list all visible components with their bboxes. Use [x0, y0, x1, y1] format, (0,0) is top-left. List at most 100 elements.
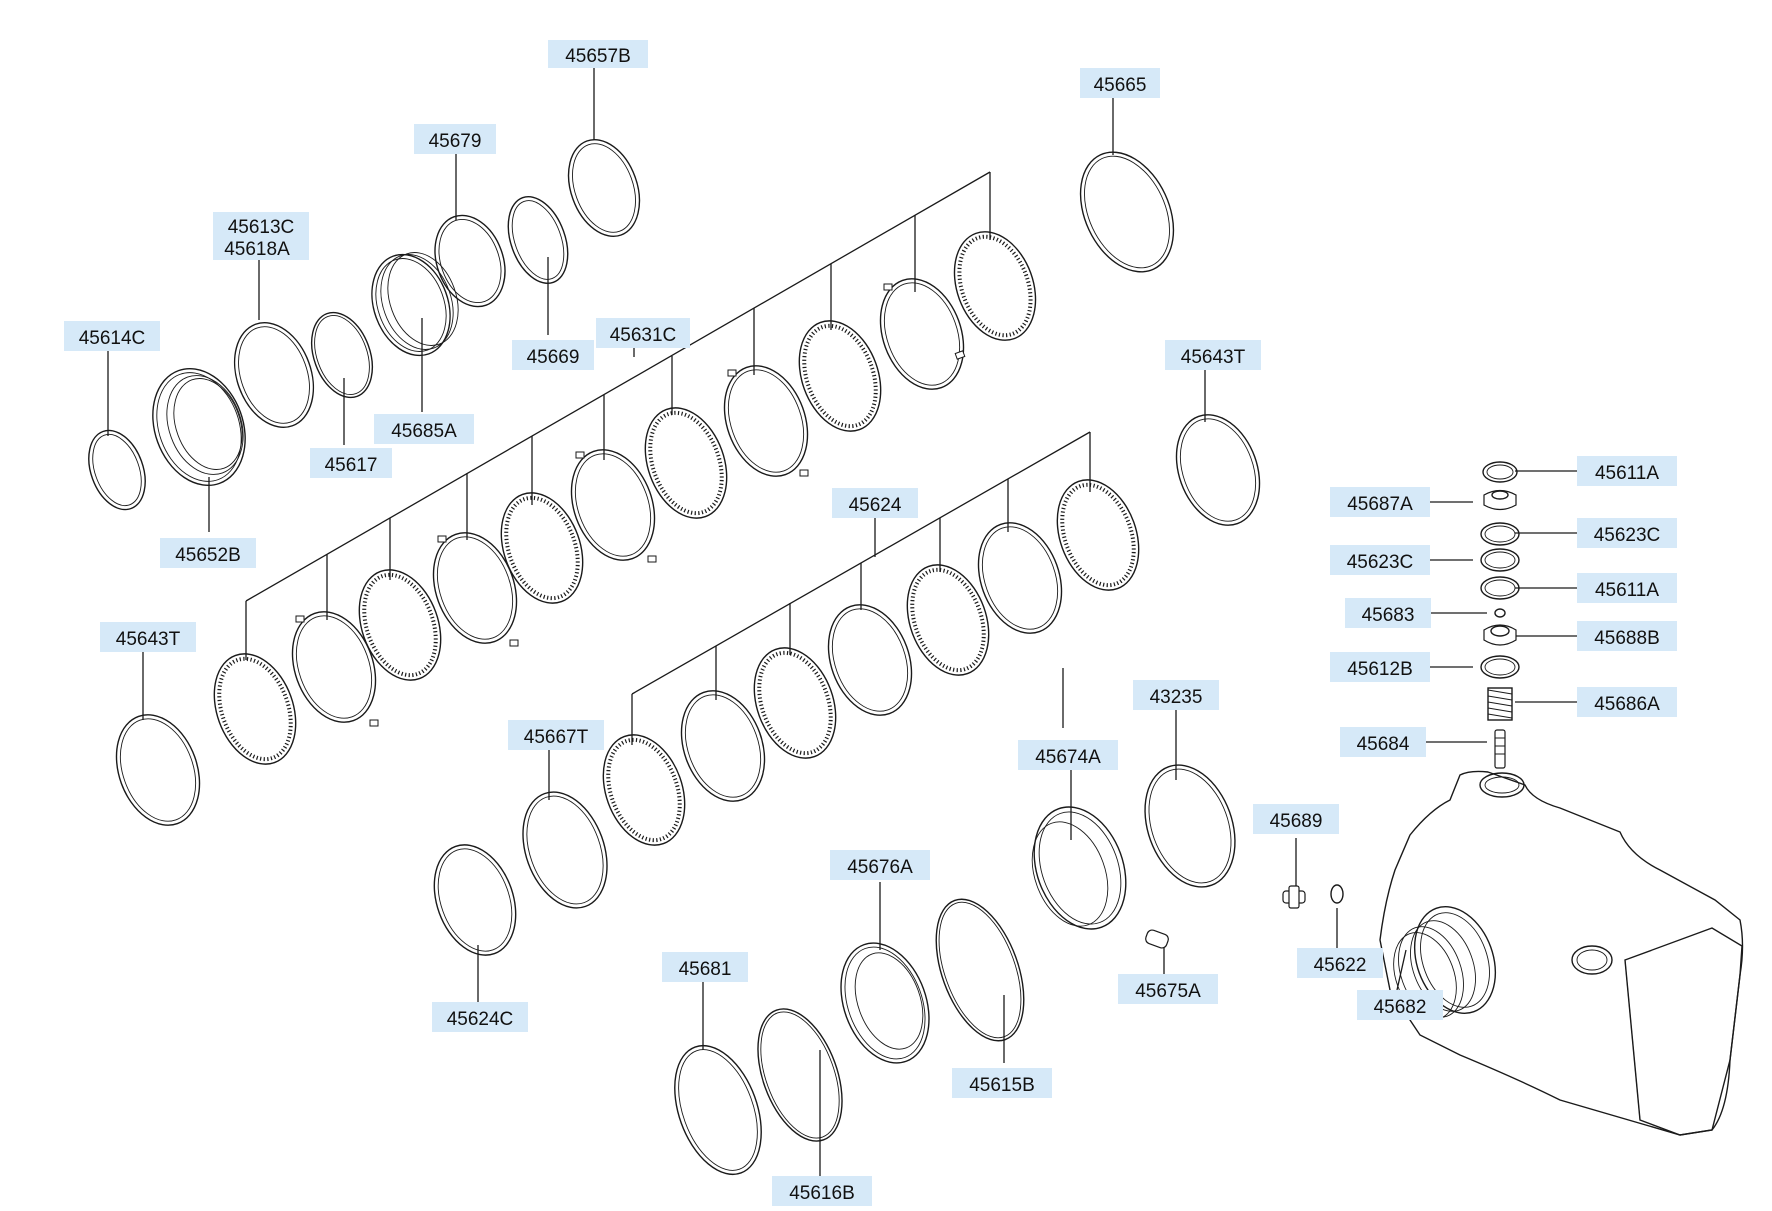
valve-stack [1480, 461, 1520, 769]
ring-45613c [233, 322, 315, 428]
snap-ring-45614c [88, 429, 146, 511]
ring-45615b [935, 898, 1025, 1042]
svg-text:45622: 45622 [1314, 955, 1367, 976]
svg-text:43235: 43235 [1150, 687, 1203, 708]
parts [88, 138, 1744, 1176]
svg-text:45681: 45681 [679, 959, 732, 980]
svg-text:45679: 45679 [429, 131, 482, 152]
label-45643t-top[interactable]: 45643T [1165, 340, 1261, 370]
svg-text:45615B: 45615B [969, 1075, 1035, 1096]
svg-text:45611A: 45611A [1595, 463, 1659, 484]
label-45679[interactable]: 45679 [414, 124, 496, 154]
svg-text:45689: 45689 [1270, 811, 1323, 832]
svg-text:45674A: 45674A [1035, 747, 1101, 768]
label-45682[interactable]: 45682 [1357, 990, 1443, 1020]
svg-text:45675A: 45675A [1135, 981, 1201, 1002]
bolt-45689 [1282, 885, 1306, 909]
svg-text:45631C: 45631C [610, 325, 677, 346]
svg-text:45687A: 45687A [1347, 494, 1413, 515]
label-45689[interactable]: 45689 [1253, 804, 1339, 834]
label-45681[interactable]: 45681 [662, 952, 748, 982]
piston-45685a [371, 252, 459, 357]
svg-text:45618A: 45618A [224, 239, 290, 260]
svg-text:45684: 45684 [1357, 734, 1410, 755]
snap-ring-45657b [567, 138, 641, 238]
label-45685a[interactable]: 45685A [374, 414, 474, 444]
svg-text:45624C: 45624C [447, 1009, 514, 1030]
svg-text:45623C: 45623C [1594, 525, 1661, 546]
svg-text:45657B: 45657B [565, 46, 631, 67]
label-45623c-1[interactable]: 45623C [1577, 518, 1677, 548]
plate-45643t-left [115, 714, 201, 826]
label-45684[interactable]: 45684 [1340, 727, 1426, 757]
svg-text:45685A: 45685A [391, 421, 457, 442]
label-45624[interactable]: 45624 [832, 488, 918, 518]
snap-ring-45667t [522, 791, 608, 909]
svg-text:45614C: 45614C [79, 328, 146, 349]
svg-text:45643T: 45643T [116, 629, 181, 650]
piston-45674a [1031, 806, 1127, 930]
label-45652b[interactable]: 45652B [160, 538, 256, 568]
label-45675a[interactable]: 45675A [1118, 974, 1218, 1004]
svg-text:45676A: 45676A [847, 857, 913, 878]
label-45667t[interactable]: 45667T [508, 720, 604, 750]
svg-text:45682: 45682 [1374, 997, 1427, 1018]
label-45622[interactable]: 45622 [1297, 948, 1383, 978]
svg-text:45623C: 45623C [1347, 552, 1414, 573]
snap-ring-45669 [507, 196, 569, 284]
ring-45679 [434, 214, 506, 308]
ring-45681 [674, 1044, 762, 1176]
label-45665[interactable]: 45665 [1080, 68, 1160, 98]
label-45688b[interactable]: 45688B [1577, 621, 1677, 651]
label-45643t-left[interactable]: 45643T [100, 622, 196, 652]
plate-45624c [433, 844, 517, 956]
label-45669[interactable]: 45669 [512, 340, 594, 370]
label-45624c[interactable]: 45624C [432, 1002, 528, 1032]
leader-lines [107, 67, 1577, 1180]
plate-45643t-top [1175, 414, 1261, 526]
snap-ring-45665 [1079, 151, 1175, 273]
label-45631c[interactable]: 45631C [596, 318, 690, 348]
label-45611a-1[interactable]: 45611A [1577, 456, 1677, 486]
label-45623c-2[interactable]: 45623C [1330, 545, 1430, 575]
label-45614c[interactable]: 45614C [64, 321, 160, 351]
o-ring-45622 [1330, 884, 1344, 904]
clutch-pack-45624 [602, 479, 1140, 846]
transmission-case-45682 [1379, 770, 1744, 1136]
label-45613c-45618a[interactable]: 45613C 45618A [213, 212, 309, 260]
labels: 45657B 45665 45679 45613C 45618A 45614C … [64, 40, 1677, 1206]
label-43235[interactable]: 43235 [1133, 680, 1219, 710]
svg-text:45652B: 45652B [175, 545, 241, 566]
svg-text:45616B: 45616B [789, 1183, 855, 1204]
label-45686a[interactable]: 45686A [1577, 687, 1677, 717]
piston-45676a [840, 942, 930, 1064]
svg-text:45669: 45669 [527, 347, 580, 368]
label-45683[interactable]: 45683 [1345, 598, 1431, 628]
clutch-pack-45631c [213, 231, 1037, 765]
label-45676a[interactable]: 45676A [830, 850, 930, 880]
retainer-45652b [152, 367, 246, 487]
svg-text:45617: 45617 [325, 455, 378, 476]
svg-text:45612B: 45612B [1347, 659, 1413, 680]
label-45687a[interactable]: 45687A [1330, 487, 1430, 517]
svg-text:45665: 45665 [1094, 75, 1147, 96]
label-45615b[interactable]: 45615B [952, 1068, 1052, 1098]
svg-text:45688B: 45688B [1594, 628, 1660, 649]
ring-45617 [310, 311, 374, 399]
svg-text:45624: 45624 [849, 495, 902, 516]
snap-ring-43235 [1144, 764, 1236, 888]
svg-text:45611A: 45611A [1595, 580, 1659, 601]
pin-45675a [1145, 929, 1169, 949]
svg-text:45683: 45683 [1362, 605, 1415, 626]
svg-text:45643T: 45643T [1181, 347, 1246, 368]
label-45612b[interactable]: 45612B [1330, 652, 1430, 682]
label-45616b[interactable]: 45616B [772, 1176, 872, 1206]
svg-text:45613C: 45613C [228, 217, 295, 238]
svg-text:45667T: 45667T [524, 727, 589, 748]
svg-text:45686A: 45686A [1594, 694, 1660, 715]
label-45657b[interactable]: 45657B [548, 40, 648, 68]
label-45617[interactable]: 45617 [310, 448, 392, 478]
label-45611a-2[interactable]: 45611A [1577, 573, 1677, 603]
label-45674a[interactable]: 45674A [1018, 740, 1118, 770]
